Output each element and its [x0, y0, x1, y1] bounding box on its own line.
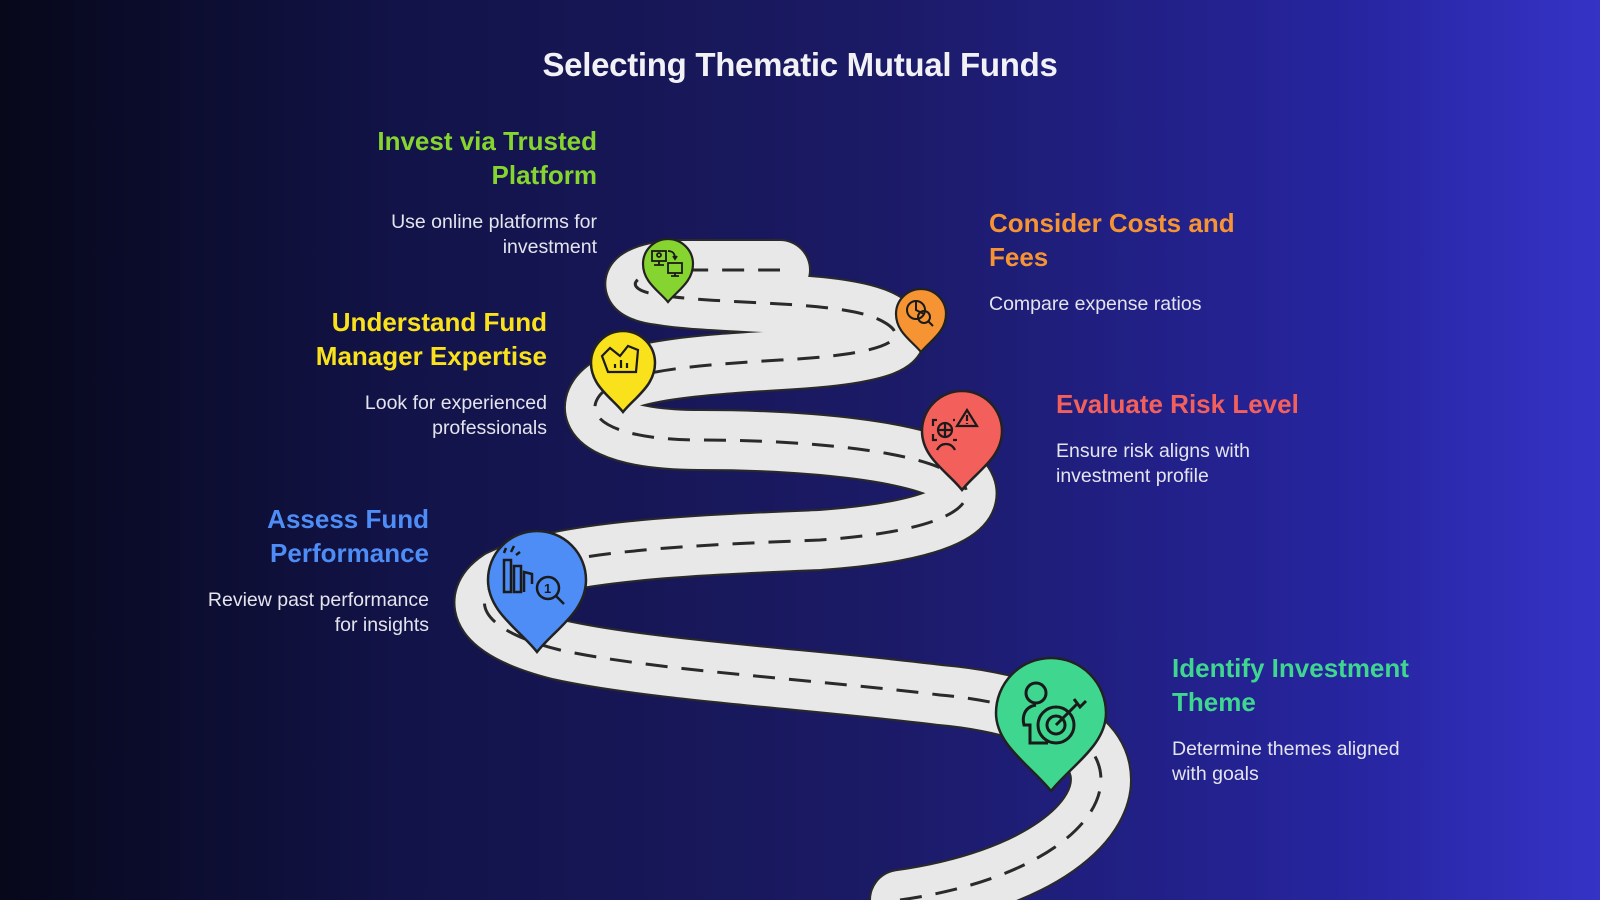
step-description: Determine themes aligned with goals — [1172, 738, 1400, 785]
step-heading: Invest via Trusted Platform — [377, 126, 597, 190]
step-understand-fund-manager-expertise: Understand Fund Manager Expertise Look f… — [227, 305, 547, 441]
step-assess-fund-performance: Assess Fund Performance Review past perf… — [109, 502, 429, 638]
pin-evaluate-risk-level[interactable] — [919, 388, 1005, 494]
crown-chart-icon — [600, 344, 640, 374]
step-heading: Assess Fund Performance — [267, 504, 429, 568]
step-consider-costs-and-fees: Consider Costs and Fees Compare expense … — [989, 206, 1309, 317]
step-description: Compare expense ratios — [989, 293, 1202, 315]
pin-consider-costs-and-fees[interactable] — [893, 286, 949, 356]
pin-invest-via-trusted-platform[interactable] — [640, 236, 696, 306]
svg-text:1: 1 — [544, 581, 551, 596]
pin-understand-fund-manager-expertise[interactable] — [588, 328, 658, 416]
road-surface — [453, 239, 1132, 900]
page-title: Selecting Thematic Mutual Funds — [542, 46, 1058, 83]
step-invest-via-trusted-platform: Invest via Trusted Platform Use online p… — [277, 124, 597, 260]
step-description: Review past performance for insights — [207, 589, 429, 636]
step-heading: Identify Investment Theme — [1172, 653, 1409, 717]
step-description: Look for experienced professionals — [364, 392, 547, 439]
pin-identify-investment-theme[interactable] — [990, 655, 1112, 795]
risk-warning-icon — [931, 407, 979, 451]
pie-chart-search-icon — [906, 300, 934, 327]
step-description: Use online platforms for investment — [391, 211, 597, 258]
step-identify-investment-theme: Identify Investment Theme Determine them… — [1172, 651, 1492, 787]
step-heading: Consider Costs and Fees — [989, 208, 1235, 272]
person-target-icon — [1021, 681, 1088, 745]
step-description: Ensure risk aligns with investment profi… — [1056, 440, 1250, 487]
step-heading: Understand Fund Manager Expertise — [315, 307, 547, 371]
pin-assess-fund-performance[interactable]: 1 — [484, 528, 590, 656]
bar-chart-magnifier-icon: 1 — [502, 545, 565, 605]
step-heading: Evaluate Risk Level — [1056, 389, 1299, 419]
step-evaluate-risk-level: Evaluate Risk Level Ensure risk aligns w… — [1056, 387, 1376, 489]
computer-transfer-icon — [651, 250, 683, 277]
